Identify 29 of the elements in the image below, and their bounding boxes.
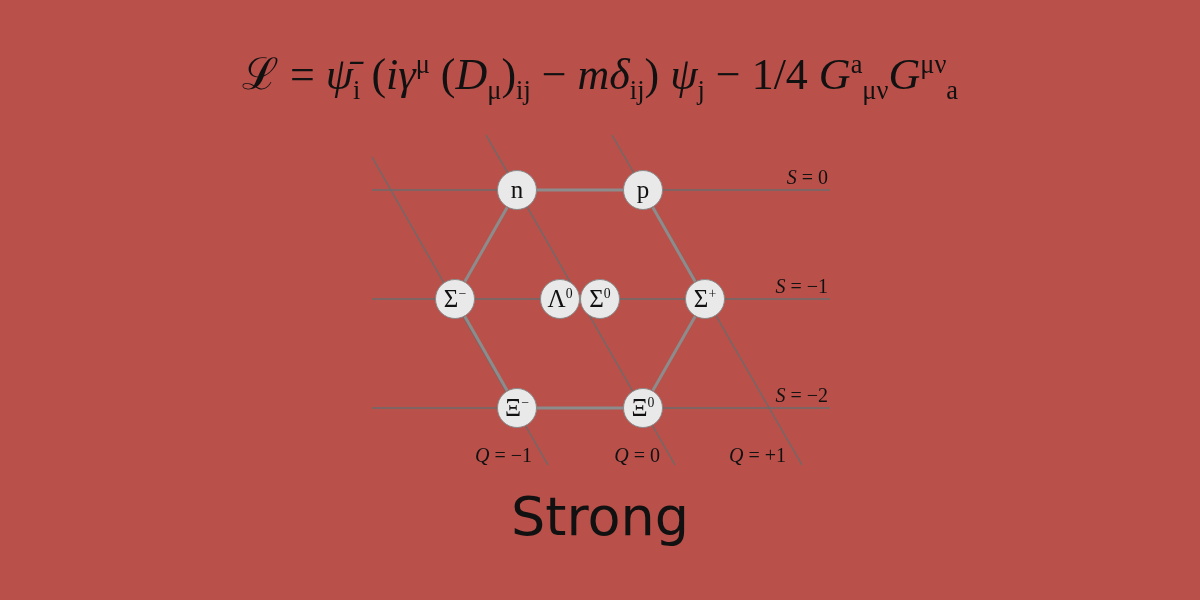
particle-symbol: Λ$^{0}$ xyxy=(547,285,573,313)
particle-circle xyxy=(540,279,580,319)
particle-circle xyxy=(580,279,620,319)
caption: Strong xyxy=(510,485,690,548)
connector-line xyxy=(651,315,697,392)
connector-line xyxy=(463,206,509,283)
particle-symbol: Ξ$^{0}$ xyxy=(631,394,655,422)
particle-symbol: n xyxy=(510,176,524,204)
connector-line xyxy=(651,206,697,283)
axis-label: Q = 0 xyxy=(614,444,660,467)
particle-symbol: Σ$^{0}$ xyxy=(589,285,611,313)
axis-label: Q = +1 xyxy=(729,444,786,467)
axis-label: S = −2 xyxy=(775,384,828,407)
particle-symbol: Σ$^{−}$ xyxy=(443,285,467,313)
axis-label: Q = −1 xyxy=(475,444,532,467)
particle-circle xyxy=(623,388,663,428)
connector-line xyxy=(537,406,623,410)
particle-symbol: Σ$^{+}$ xyxy=(693,285,717,313)
connector-line xyxy=(537,188,623,192)
particle-symbol: p xyxy=(636,176,650,204)
particle-symbol: Ξ$^{−}$ xyxy=(505,394,529,422)
axis-label: S = −1 xyxy=(775,275,828,298)
axis-label: S = 0 xyxy=(786,166,828,189)
particle-circle xyxy=(497,170,537,210)
particle-circle xyxy=(497,388,537,428)
connector-line xyxy=(463,315,509,392)
particle-circle xyxy=(685,279,725,319)
particle-circle xyxy=(623,170,663,210)
particle-circle xyxy=(435,279,475,319)
